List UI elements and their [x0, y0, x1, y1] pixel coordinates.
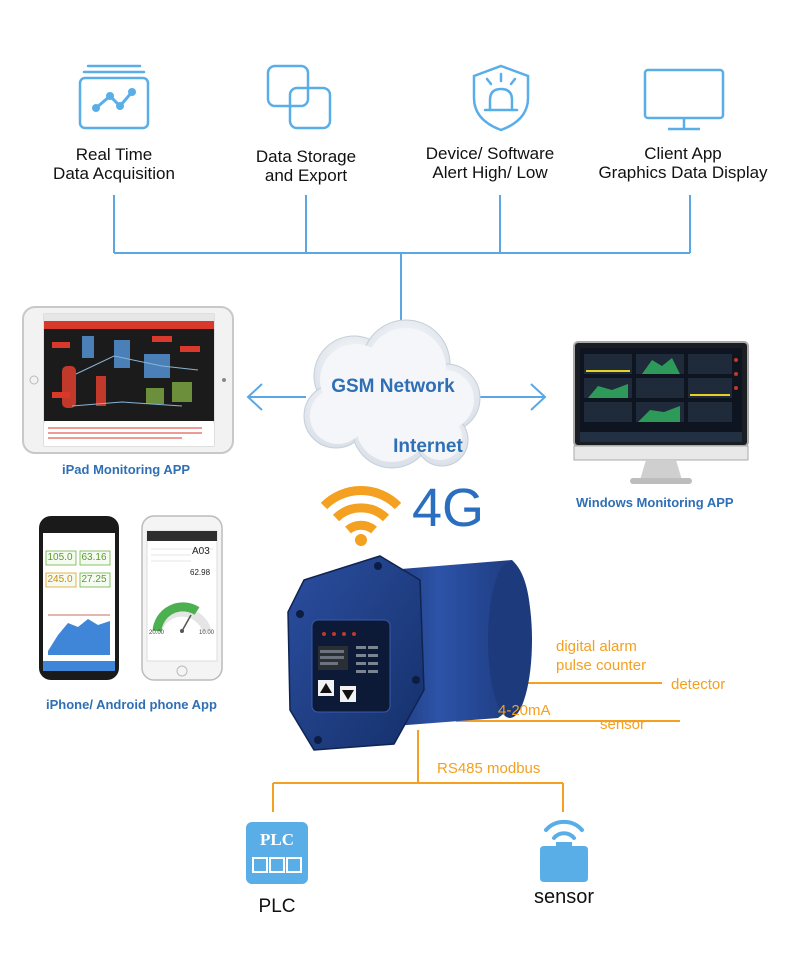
label-sensor-analog: sensor: [600, 716, 646, 733]
android-phone-device: [38, 515, 120, 681]
label-detector: detector: [671, 676, 726, 693]
phone-app-caption: iPhone/ Android phone App: [46, 697, 217, 712]
cloud-label-gsm: GSM Network: [331, 376, 455, 397]
plc-icon: [246, 822, 308, 884]
label-digital-alarm: digital alarm: [556, 638, 637, 655]
label-analog-4-20ma: 4-20mA: [498, 702, 551, 719]
gas-detector-device: [284, 550, 542, 760]
cloud-label-internet: Internet: [393, 436, 463, 457]
monitor-icon: [642, 66, 726, 136]
phone-value-2: 63.16: [81, 552, 107, 563]
phone-gauge-min: 20.00: [149, 630, 165, 636]
plc-icon-text: PLC: [260, 830, 294, 849]
label-pulse-counter: pulse counter: [556, 657, 647, 674]
network-4g-label: 4G: [412, 478, 485, 538]
windows-monitor-device: [572, 340, 750, 486]
wifi-signal-icon: [316, 480, 406, 550]
storage-copy-icon: [264, 64, 336, 134]
phone-value-4: 27.25: [81, 574, 107, 585]
phone-value-1: 105.0: [47, 552, 73, 563]
iphone-device: [141, 515, 223, 681]
phone-value-3: 245.0: [47, 574, 73, 585]
ipad-app-caption: iPad Monitoring APP: [62, 462, 191, 477]
sensor-label: sensor: [533, 886, 595, 908]
plc-label: PLC: [258, 896, 296, 917]
windows-app-caption: Windows Monitoring APP: [576, 495, 734, 510]
wireless-sensor-icon: [532, 812, 596, 884]
ipad-device: [22, 306, 234, 454]
alarm-light-icon: [468, 62, 534, 134]
label-rs485-modbus: RS485 modbus: [437, 760, 541, 777]
chart-trend-icon: [74, 62, 154, 132]
phone-gauge-max: 10.00: [199, 630, 215, 636]
phone-gauge-value: 62.98: [190, 568, 211, 577]
network-cloud: [296, 316, 488, 480]
phone-device-code: A03: [192, 546, 210, 557]
